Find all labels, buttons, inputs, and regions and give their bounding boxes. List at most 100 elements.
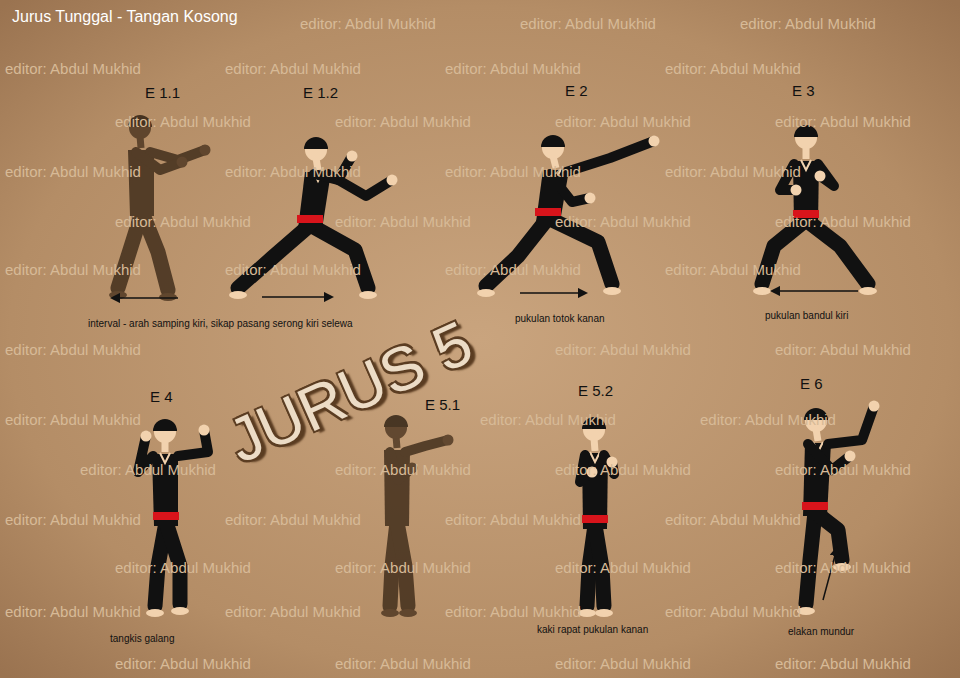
watermark: editor: Abdul Mukhid [665,60,801,77]
watermark: editor: Abdul Mukhid [115,213,251,230]
arm [136,152,182,170]
watermark: editor: Abdul Mukhid [5,261,141,278]
leg [238,225,310,288]
watermark: editor: Abdul Mukhid [335,559,471,576]
silat-figure [138,419,210,617]
fist [869,401,880,412]
fist [347,151,358,162]
foot [859,287,877,295]
watermark: editor: Abdul Mukhid [335,461,471,478]
foot [146,609,164,617]
foot [399,609,417,617]
foot [753,287,771,295]
watermark: editor: Abdul Mukhid [775,655,911,672]
watermark: editor: Abdul Mukhid [555,213,691,230]
watermark: editor: Abdul Mukhid [225,163,361,180]
foot [171,607,189,615]
watermark: editor: Abdul Mukhid [5,163,141,180]
watermark: editor: Abdul Mukhid [225,511,361,528]
red-belt [297,215,323,223]
watermark: editor: Abdul Mukhid [665,603,801,620]
leg [815,512,842,560]
fist [387,175,398,186]
step-arrow [772,290,858,292]
watermark: editor: Abdul Mukhid [5,511,141,528]
watermark: editor: Abdul Mukhid [445,511,581,528]
silat-figure [797,401,880,616]
leg [310,225,368,288]
step-arrow [112,297,178,299]
watermark: editor: Abdul Mukhid [665,511,801,528]
watermark: editor: Abdul Mukhid [335,655,471,672]
fist [177,157,188,168]
foot [477,289,495,297]
fist [443,435,454,446]
watermark: editor: Abdul Mukhid [225,60,361,77]
watermark: editor: Abdul Mukhid [700,411,836,428]
watermark: editor: Abdul Mukhid [775,113,911,130]
foot [159,293,177,301]
watermark: editor: Abdul Mukhid [775,213,911,230]
collar [801,160,811,170]
fist [141,431,152,442]
step-number: E 5.2 [578,382,613,399]
hair [541,135,565,147]
step-caption: elakan mundur [788,626,854,638]
step-caption: kaki rapat pukulan kanan [537,624,648,636]
watermark: editor: Abdul Mukhid [555,655,691,672]
watermark: editor: Abdul Mukhid [225,603,361,620]
watermark: editor: Abdul Mukhid [775,461,911,478]
foot [359,291,377,299]
step-number: E 6 [800,375,823,392]
red-belt [582,515,608,523]
fist [845,451,856,462]
watermark: editor: Abdul Mukhid [775,559,911,576]
silat-figure [578,417,618,617]
hair [153,419,177,431]
watermark: editor: Abdul Mukhid [115,559,251,576]
watermark: editor: Abdul Mukhid [555,461,691,478]
watermark: editor: Abdul Mukhid [445,603,581,620]
step-number: E 1.1 [145,84,180,101]
step-number: E 1.2 [303,84,338,101]
watermark: editor: Abdul Mukhid [665,261,801,278]
fist [200,145,211,156]
fist [815,171,826,182]
figures [109,115,880,617]
step-arrow [520,292,586,294]
fist [649,136,660,147]
watermark: editor: Abdul Mukhid [445,261,581,278]
step-number: E 2 [565,82,588,99]
watermark: editor: Abdul Mukhid [775,341,911,358]
ghost-figure [381,415,454,617]
red-belt [802,502,828,510]
poster-title: Jurus Tunggal - Tangan Kosong [12,8,238,26]
foot [595,609,613,617]
step-caption: pukulan bandul kiri [765,310,848,322]
red-belt [153,512,179,520]
watermark: editor: Abdul Mukhid [555,113,691,130]
watermark: editor: Abdul Mukhid [115,655,251,672]
watermark: editor: Abdul Mukhid [555,559,691,576]
watermark: editor: Abdul Mukhid [5,60,141,77]
watermark: editor: Abdul Mukhid [445,60,581,77]
fist [791,185,802,196]
arm [405,440,448,452]
foot [381,609,399,617]
watermark: editor: Abdul Mukhid [335,113,471,130]
fist [199,425,210,436]
watermark: editor: Abdul Mukhid [5,411,141,428]
step-number: E 4 [150,388,173,405]
watermark: editor: Abdul Mukhid [480,411,616,428]
step-number: E 3 [792,82,815,99]
watermark: editor: Abdul Mukhid [5,341,141,358]
watermark: editor: Abdul Mukhid [555,341,691,358]
step-caption: pukulan totok kanan [515,313,605,325]
watermark: editor: Abdul Mukhid [115,113,251,130]
watermark: editor: Abdul Mukhid [740,15,876,32]
step-arrow [262,296,332,298]
watermark: editor: Abdul Mukhid [445,163,581,180]
